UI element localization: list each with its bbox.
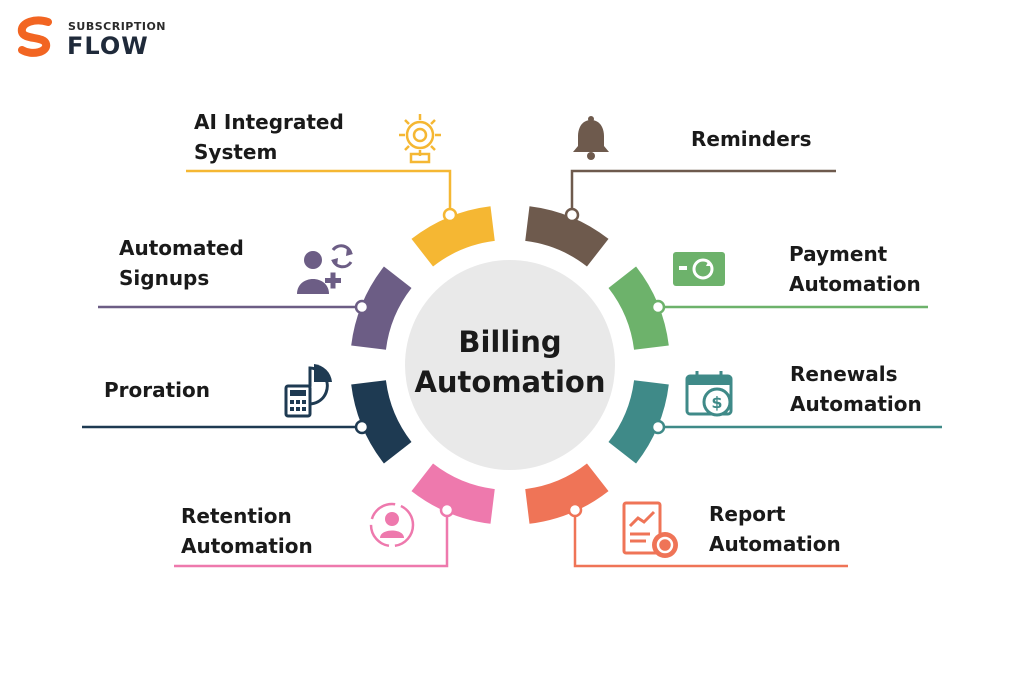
- label-ai-line2: System: [194, 140, 278, 164]
- center-title-line2: Automation: [414, 365, 606, 399]
- bell-icon: [573, 116, 609, 160]
- connector-retention: [174, 510, 449, 568]
- connector-report-dot: [567, 502, 583, 518]
- label-report: Report Automation: [709, 499, 841, 559]
- segment-ai: [411, 206, 495, 267]
- label-retention: Retention Automation: [181, 501, 313, 561]
- label-renewals: Renewals Automation: [790, 359, 922, 419]
- connector-lines: [82, 169, 942, 568]
- segment-signups: [351, 266, 412, 350]
- connector-proration-dot: [354, 419, 370, 435]
- label-payment-line2: Automation: [789, 272, 921, 296]
- label-renewals-line2: Automation: [790, 392, 922, 416]
- segment-reminders: [525, 206, 609, 267]
- connector-ai-dot: [442, 207, 458, 223]
- segment-renewals: [608, 380, 669, 464]
- label-payment: Payment Automation: [789, 239, 921, 299]
- segment-retention: [411, 463, 495, 524]
- label-proration: Proration: [104, 375, 210, 405]
- ai-gear-icon: [399, 114, 441, 164]
- logo-swirl-icon: [17, 16, 52, 57]
- label-payment-line1: Payment: [789, 242, 888, 266]
- label-report-line1: Report: [709, 502, 786, 526]
- connector-reminders: [570, 169, 836, 215]
- label-ai-line1: AI Integrated: [194, 110, 344, 134]
- segment-proration: [351, 380, 412, 464]
- label-retention-line1: Retention: [181, 504, 292, 528]
- payment-card-icon: [673, 252, 725, 286]
- connector-ai: [186, 169, 452, 215]
- subscriptionflow-logo: SUBSCRIPTION FLOW: [14, 14, 166, 62]
- user-add-icon: [297, 244, 353, 294]
- connector-renewals-dot: [650, 419, 666, 435]
- segment-payment: [608, 266, 669, 350]
- svg-text:$: $: [711, 393, 722, 412]
- connector-report: [573, 510, 848, 568]
- center-title: Billing Automation: [405, 322, 615, 402]
- label-reminders: Reminders: [691, 124, 812, 154]
- segment-report: [525, 463, 609, 524]
- report-chart-icon: [622, 501, 678, 558]
- retention-user-icon: [369, 502, 415, 548]
- logo-small-text: SUBSCRIPTION: [68, 20, 167, 33]
- logo-big-text: FLOW: [67, 32, 149, 60]
- label-report-line2: Automation: [709, 532, 841, 556]
- connector-reminders-dot: [564, 207, 580, 223]
- center-title-line1: Billing: [458, 325, 562, 359]
- label-signups-line1: Automated: [119, 236, 244, 260]
- connector-retention-dot: [439, 502, 455, 518]
- calculator-pie-icon: [284, 364, 332, 418]
- label-proration-line1: Proration: [104, 378, 211, 402]
- label-renewals-line1: Renewals: [790, 362, 898, 386]
- hub-circle: [405, 260, 615, 470]
- label-reminders-line1: Reminders: [691, 127, 812, 151]
- label-signups: Automated Signups: [119, 233, 244, 293]
- label-signups-line2: Signups: [119, 266, 210, 290]
- label-retention-line2: Automation: [181, 534, 313, 558]
- calendar-dollar-icon: $: [685, 371, 733, 417]
- connector-signups-dot: [354, 299, 370, 315]
- connector-payment-dot: [650, 299, 666, 315]
- ring-segments: [351, 206, 669, 524]
- label-ai: AI Integrated System: [194, 107, 344, 167]
